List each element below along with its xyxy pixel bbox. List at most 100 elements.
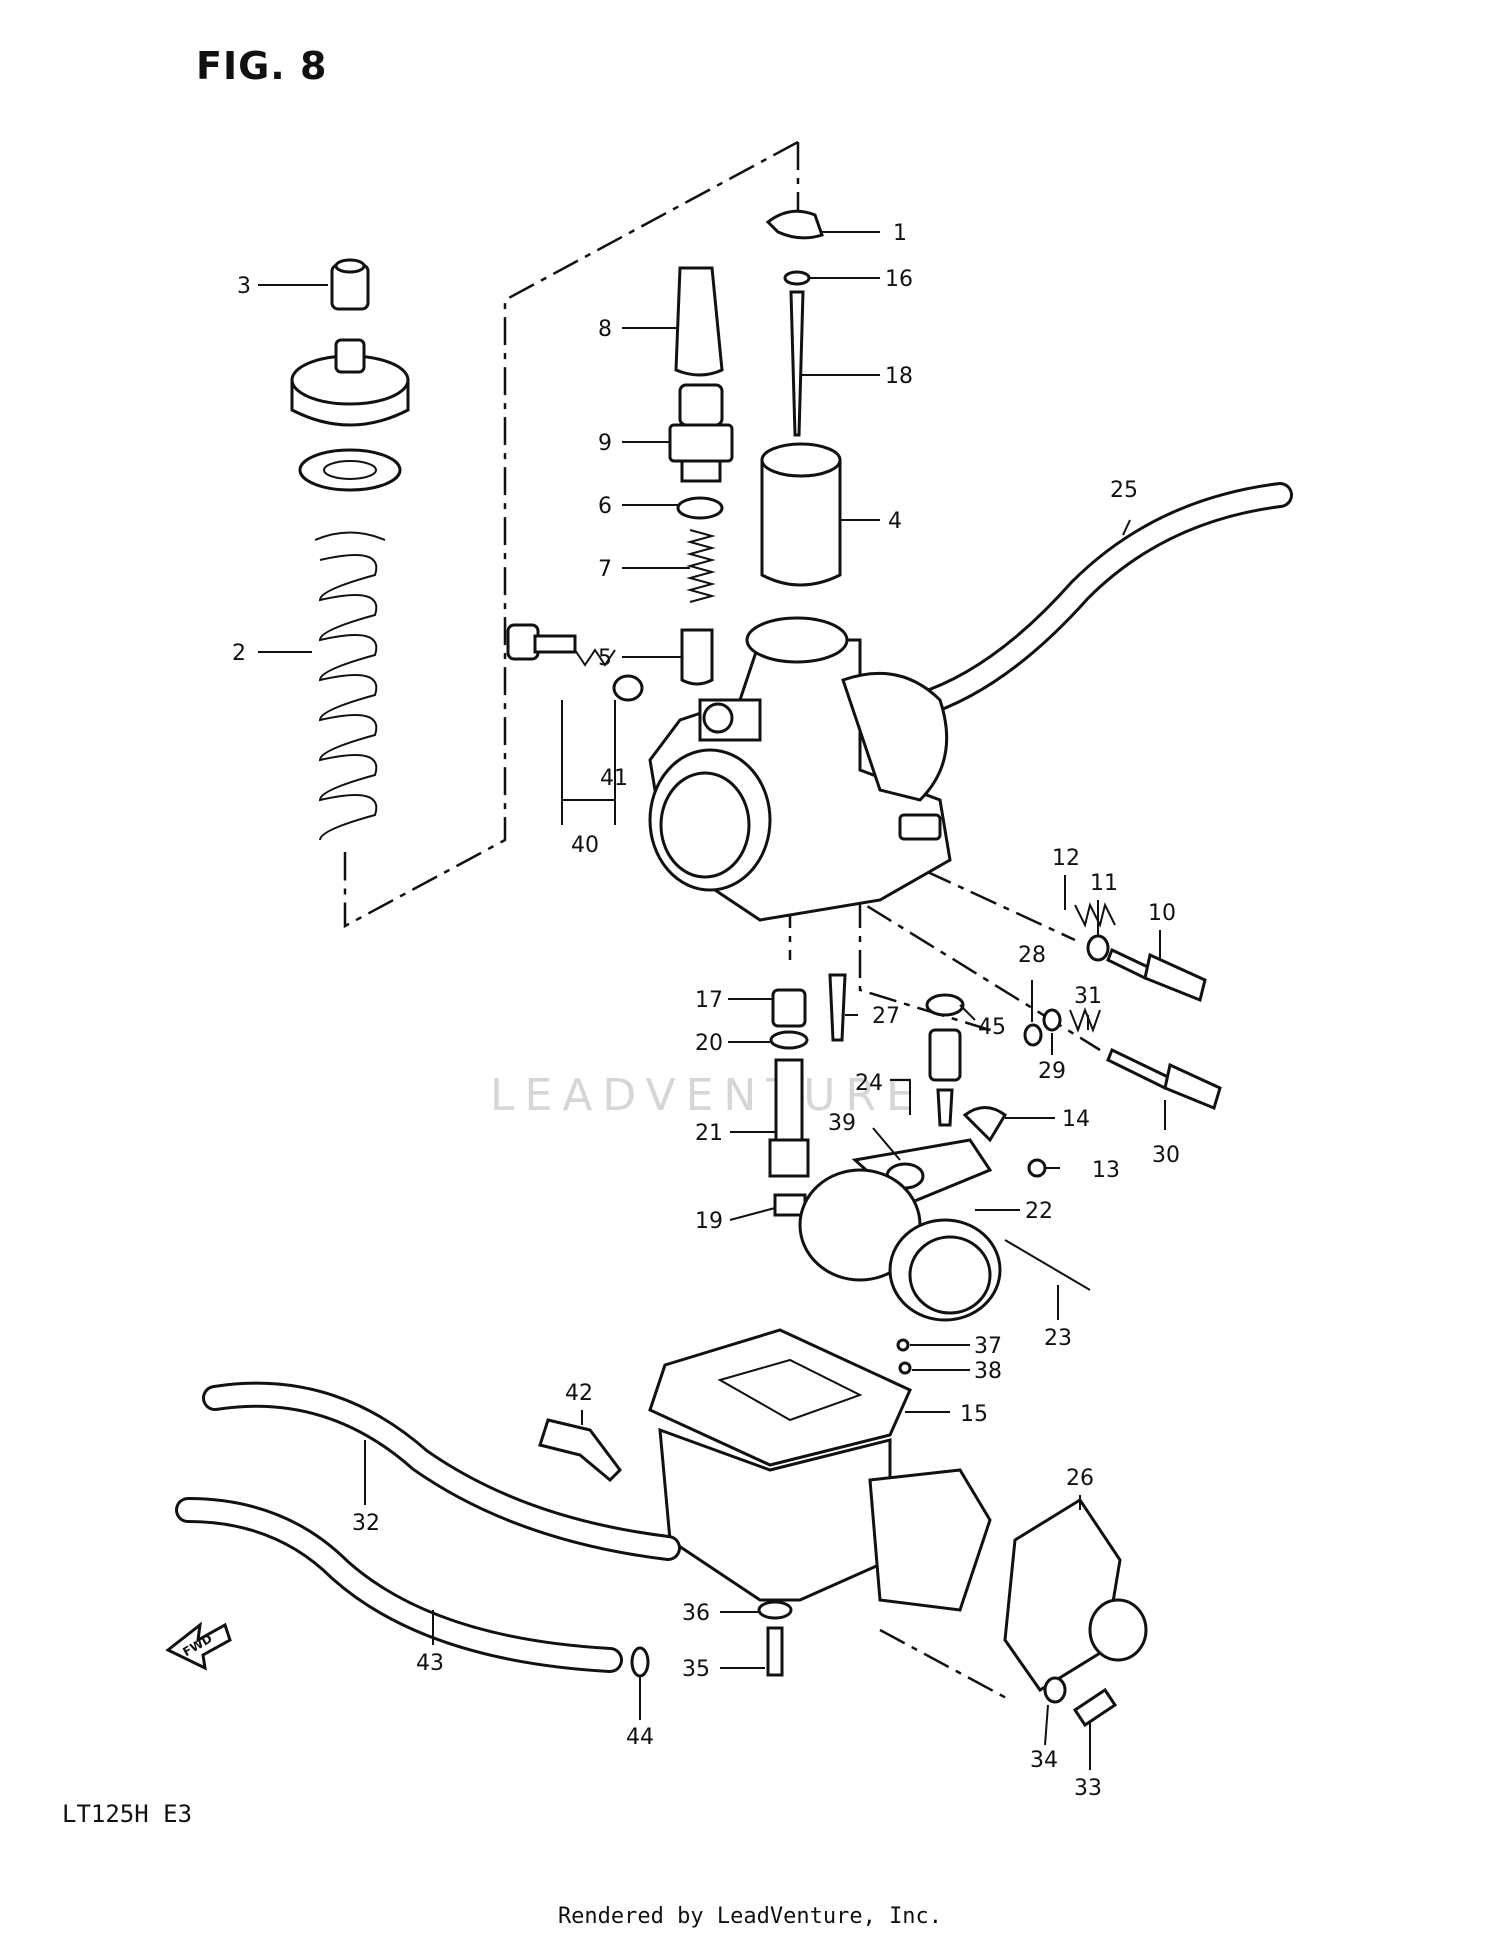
callout-7: 7: [598, 557, 612, 582]
carburetor-body: [648, 616, 952, 922]
callout-15: 15: [960, 1402, 988, 1427]
part-16-clip: [783, 270, 811, 286]
callout-1: 1: [893, 221, 907, 246]
callout-34: 34: [1030, 1748, 1058, 1773]
callout-22: 22: [1025, 1199, 1053, 1224]
callout-labels: 1 2 3 4 5 6 7 8 9 10 11 12 13 14 15 16 1…: [180, 221, 1180, 1801]
callout-30: 30: [1152, 1143, 1180, 1168]
part-15-float-chamber-gasket: [648, 1328, 912, 1467]
callout-45: 45: [978, 1015, 1006, 1040]
part-2-spring: [314, 531, 386, 841]
callout-13: 13: [1092, 1158, 1120, 1183]
callout-37: 37: [974, 1334, 1002, 1359]
callout-41: 41: [600, 766, 628, 791]
callout-12: 12: [1052, 846, 1080, 871]
callout-11: 11: [1090, 871, 1118, 896]
callout-17: 17: [695, 988, 723, 1013]
part-42-drain-screw: [538, 1418, 622, 1483]
part-45-o-ring: [925, 993, 965, 1017]
part-20-o-ring: [769, 1030, 809, 1050]
part-18-jet-needle: [789, 290, 805, 437]
part-gasket-ring: [298, 448, 402, 492]
part-17-needle-jet: [771, 988, 807, 1028]
callout-43: 43: [416, 1651, 444, 1676]
part-4-throttle-valve: [760, 442, 842, 587]
part-33-screw: [1072, 1687, 1118, 1728]
callout-29: 29: [1038, 1059, 1066, 1084]
forward-arrow-icon: [165, 1621, 232, 1671]
assembly-line-float: [858, 900, 991, 1032]
callout-35: 35: [682, 1657, 710, 1682]
callout-28: 28: [1018, 943, 1046, 968]
part-13-screw: [1027, 1158, 1047, 1178]
part-38-ring: [898, 1361, 912, 1375]
credit-line: Rendered by LeadVenture, Inc.: [557, 1904, 943, 1929]
part-44-clamp: [630, 1646, 650, 1678]
part-top-cap: [290, 338, 410, 427]
callout-5: 5: [598, 646, 612, 671]
callout-32: 32: [352, 1511, 380, 1536]
part-34-washer: [1043, 1676, 1067, 1704]
callout-9: 9: [598, 431, 612, 456]
callout-31: 31: [1074, 984, 1102, 1009]
part-37-ring: [896, 1338, 910, 1352]
part-26-cover: [1003, 1497, 1148, 1693]
part-31-spring: [1069, 1007, 1101, 1033]
part-40-choke-plunger: [506, 623, 616, 667]
callout-leaders: [258, 231, 1166, 1770]
callout-27: 27: [872, 1004, 900, 1029]
callout-14: 14: [1062, 1107, 1090, 1132]
callout-25: 25: [1110, 478, 1138, 503]
part-30-screw: [1106, 1047, 1222, 1111]
part-23-float-pin: [1004, 1239, 1091, 1291]
assembly-line-drain: [879, 1628, 1011, 1702]
callout-8: 8: [598, 317, 612, 342]
part-14-clip: [962, 1106, 1007, 1143]
assembly-line-pilot: [879, 848, 1076, 942]
callout-26: 26: [1066, 1466, 1094, 1491]
part-41-o-ring: [612, 674, 644, 702]
callout-24: 24: [855, 1071, 883, 1096]
callout-2: 2: [232, 641, 246, 666]
callout-3: 3: [237, 274, 251, 299]
part-27-pilot-jet: [828, 973, 847, 1042]
callout-20: 20: [695, 1031, 723, 1056]
callout-18: 18: [885, 364, 913, 389]
part-9-adjuster: [668, 383, 734, 483]
part-28-washer: [1023, 1023, 1043, 1047]
part-36-washer: [757, 1600, 793, 1620]
callout-40: 40: [571, 833, 599, 858]
callout-39: 39: [828, 1111, 856, 1136]
callout-6: 6: [598, 494, 612, 519]
callout-16: 16: [885, 267, 913, 292]
part-6-o-ring: [676, 496, 724, 520]
callout-42: 42: [565, 1381, 593, 1406]
assembly-line-top: [343, 140, 800, 929]
part-7-spring: [686, 529, 716, 603]
part-5-cable-end: [680, 628, 714, 686]
part-10-screw: [1106, 947, 1207, 1003]
part-29-washer: [1042, 1008, 1062, 1032]
part-22-float: [798, 1168, 1002, 1322]
callout-10: 10: [1148, 901, 1176, 926]
watermark: LEADVENTURE: [490, 1070, 924, 1121]
callout-19: 19: [695, 1209, 723, 1234]
part-21-needle-jet-holder: [768, 1058, 810, 1178]
callout-23: 23: [1044, 1326, 1072, 1351]
callout-36: 36: [682, 1601, 710, 1626]
callout-38: 38: [974, 1359, 1002, 1384]
float-chamber: [658, 1427, 992, 1612]
figure-title: FIG. 8: [196, 44, 328, 88]
part-8-boot: [674, 266, 724, 377]
part-1-clip: [765, 209, 824, 240]
callout-33: 33: [1074, 1776, 1102, 1801]
callout-44: 44: [626, 1725, 654, 1750]
part-11-o-ring: [1086, 934, 1110, 962]
part-12-spring: [1074, 902, 1116, 928]
part-3-cap: [330, 258, 370, 311]
callout-21: 21: [695, 1121, 723, 1146]
part-35-screw: [766, 1626, 784, 1677]
callout-4: 4: [888, 509, 902, 534]
model-label: LT125H E3: [62, 1800, 193, 1828]
